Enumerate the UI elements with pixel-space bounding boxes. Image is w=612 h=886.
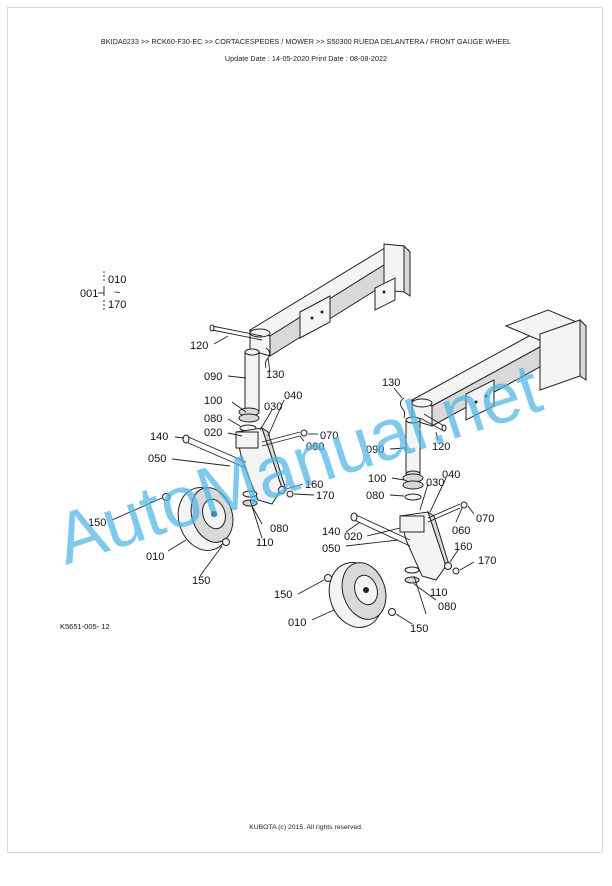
group-to: 170 [108, 299, 126, 311]
right-pin-120 [419, 413, 447, 432]
breadcrumb: BKIDA0233 >> RCK60-F30-EC >> CORTACESPED… [100, 37, 512, 46]
left-nut-150b [222, 538, 230, 546]
callout-080: 080 [204, 413, 222, 425]
callout-070: 070 [320, 430, 338, 442]
callout-100-r: 100 [368, 473, 386, 485]
right-arm [410, 309, 588, 427]
callout-010: 010 [146, 551, 164, 563]
right-fork [399, 510, 451, 581]
callout-140: 140 [150, 431, 168, 443]
callout-150a: 150 [88, 517, 106, 529]
callout-040: 040 [284, 390, 302, 402]
right-clip-130 [399, 397, 406, 419]
callout-120-r: 120 [432, 441, 450, 453]
right-nuts-160-170 [444, 562, 460, 575]
left-nut-150a [162, 493, 170, 501]
left-wheel-010 [177, 487, 234, 551]
callout-160-r: 160 [454, 541, 472, 553]
callout-080-r: 080 [366, 490, 384, 502]
callout-050-r: 050 [322, 543, 340, 555]
callout-140-r: 140 [322, 526, 340, 538]
right-bearing-stack [402, 473, 424, 501]
callout-130: 130 [266, 369, 284, 381]
callout-090-r: 090 [366, 444, 384, 456]
callout-050: 050 [148, 453, 166, 465]
watermark: AutoManual.net [46, 348, 550, 580]
page-frame [7, 7, 603, 853]
callout-170-r: 170 [478, 555, 496, 567]
date-line: Update Date : 14-05-2020 Print Date : 08… [224, 54, 388, 63]
left-pin-120 [209, 324, 263, 341]
callout-110-r: 110 [430, 587, 448, 599]
callout-020-r: 020 [344, 531, 362, 543]
group-bracket [98, 271, 105, 312]
left-bearing-stack [238, 407, 260, 432]
callout-070-r: 070 [476, 513, 494, 525]
right-nut-150b [388, 608, 396, 616]
right-bolt-060 [427, 501, 468, 523]
callout-030-r: 030 [426, 477, 444, 489]
group-from: 010 [108, 274, 126, 286]
right-nut-150a [324, 574, 332, 582]
left-bolt-060 [261, 429, 308, 447]
callout-150b-r: 150 [410, 623, 428, 635]
left-arm [248, 243, 411, 357]
callout-090: 090 [204, 371, 222, 383]
right-wheel-010 [328, 562, 387, 628]
callout-160: 160 [305, 479, 323, 491]
callout-040-r: 040 [442, 469, 460, 481]
callout-080b-r: 080 [438, 601, 456, 613]
callout-110: 110 [256, 537, 274, 549]
right-washers-110 [404, 566, 420, 584]
left-callouts: 120 130 090 100 040 030 080 020 060 070 … [88, 340, 338, 587]
left-fork [235, 426, 287, 505]
callout-120: 120 [190, 340, 208, 352]
callout-020: 020 [204, 427, 222, 439]
figure-code: K5651-005- 12 [60, 622, 110, 631]
callout-150a-r: 150 [274, 589, 292, 601]
left-nuts-160-170 [278, 486, 294, 498]
callout-080b: 080 [270, 523, 288, 535]
left-leaders [111, 335, 318, 577]
callout-130-r: 130 [382, 377, 400, 389]
callout-010-r: 010 [288, 617, 306, 629]
copyright: KUBOTA (c) 2015. All rights reserved. [249, 824, 363, 831]
callout-060: 060 [306, 441, 324, 453]
left-spindle-090 [244, 348, 260, 416]
left-axle-140 [182, 434, 247, 469]
group-sep: ~ [114, 287, 120, 299]
right-callouts: 130 090 120 100 040 080 030 060 070 140 … [274, 377, 496, 635]
callout-060-r: 060 [452, 525, 470, 537]
callout-100: 100 [204, 395, 222, 407]
right-axle-140 [350, 512, 411, 547]
callout-150b: 150 [192, 575, 210, 587]
right-leaders [297, 387, 475, 625]
group-label: 001 [80, 288, 98, 300]
callout-170: 170 [316, 490, 334, 502]
left-washers-110 [242, 490, 258, 507]
callout-030: 030 [264, 401, 282, 413]
